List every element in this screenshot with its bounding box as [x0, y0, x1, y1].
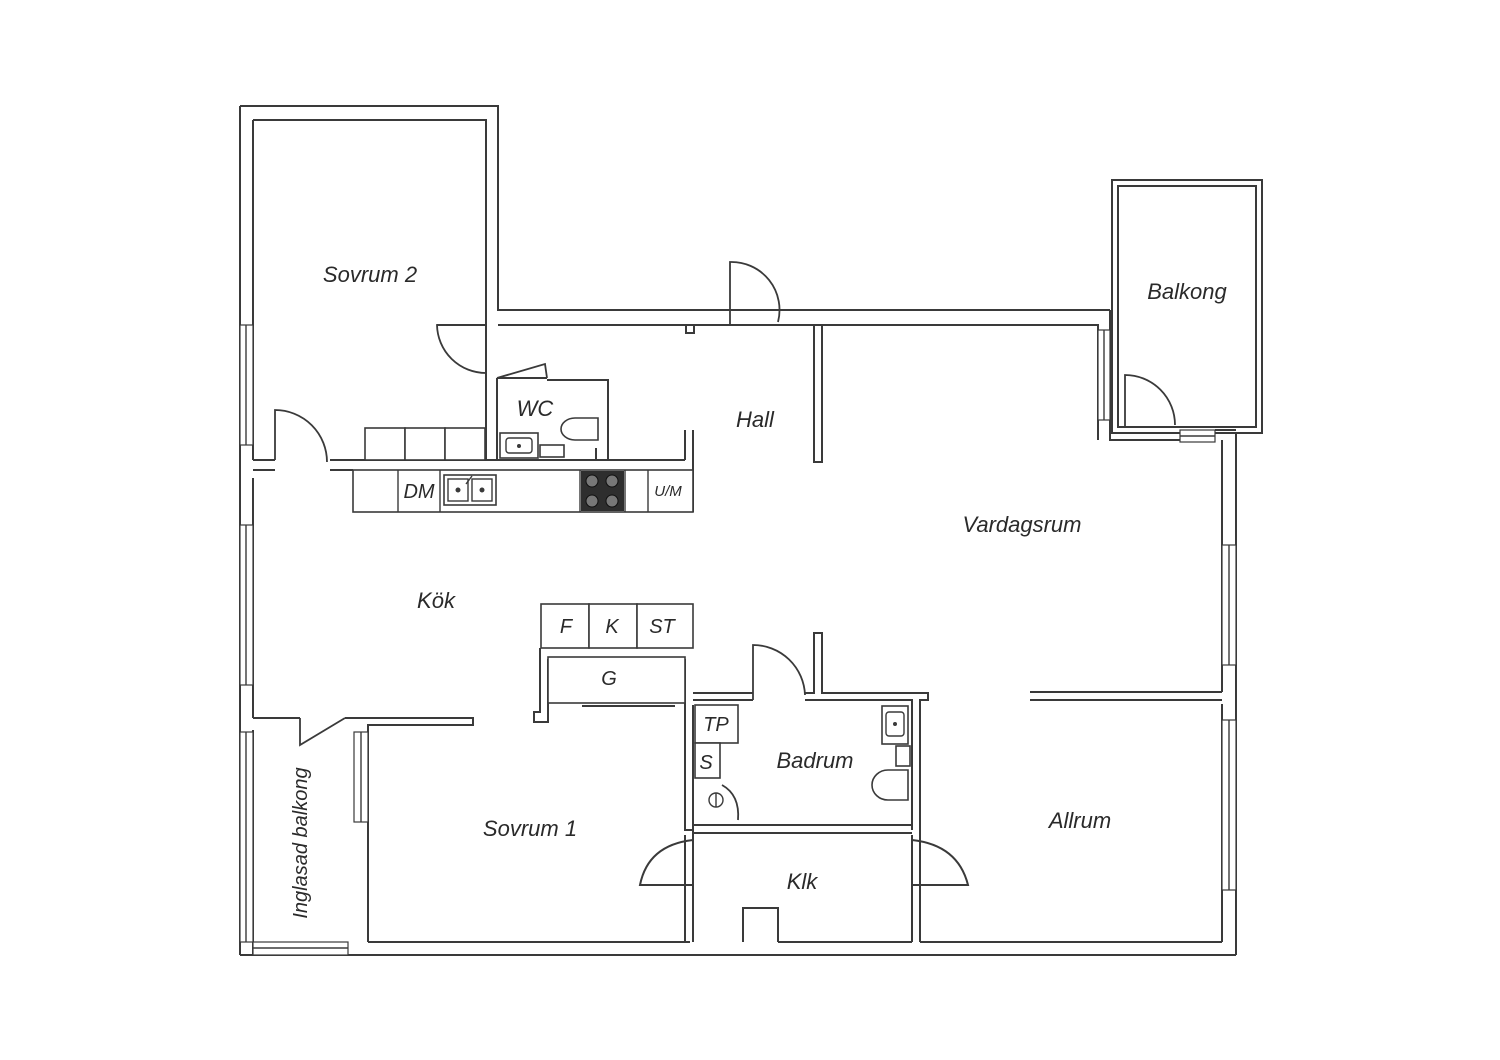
- room-label-inglasad-balkong: Inglasad balkong: [290, 767, 312, 918]
- room-label-klk: Klk: [787, 869, 819, 894]
- fixture-label-um: U/M: [654, 483, 682, 500]
- kitchen-fixtures: [352, 427, 694, 704]
- bathroom-fixtures: [499, 417, 911, 808]
- fixture-label-k: K: [605, 616, 620, 638]
- room-label-hall: Hall: [736, 407, 775, 432]
- room-label-balkong: Balkong: [1147, 279, 1227, 304]
- room-label-wc: WC: [517, 396, 554, 421]
- fixture-label-f: F: [560, 616, 574, 638]
- room-label-sovrum2: Sovrum 2: [323, 262, 417, 287]
- room-label-badrum: Badrum: [776, 748, 853, 773]
- room-label-sovrum1: Sovrum 1: [483, 816, 577, 841]
- doors: [274, 261, 1176, 821]
- wc-toilet-icon: [560, 417, 599, 441]
- room-labels: Sovrum 2 Balkong WC Hall Vardagsrum Kök …: [290, 262, 1228, 919]
- windows: [239, 324, 1237, 956]
- fixture-label-g: G: [601, 668, 617, 690]
- room-label-vardagsrum: Vardagsrum: [962, 512, 1081, 537]
- bathroom-toilet-icon: [871, 769, 909, 801]
- room-label-allrum: Allrum: [1047, 808, 1111, 833]
- fixture-label-s: S: [699, 752, 713, 774]
- sink-icon: [443, 474, 497, 506]
- fixture-label-tp: TP: [703, 714, 729, 736]
- fixture-label-dm: DM: [403, 481, 434, 503]
- fixture-labels: DM U/M F K ST G TP S: [403, 481, 729, 774]
- fixture-label-st: ST: [649, 616, 676, 638]
- room-label-kok: Kök: [417, 588, 456, 613]
